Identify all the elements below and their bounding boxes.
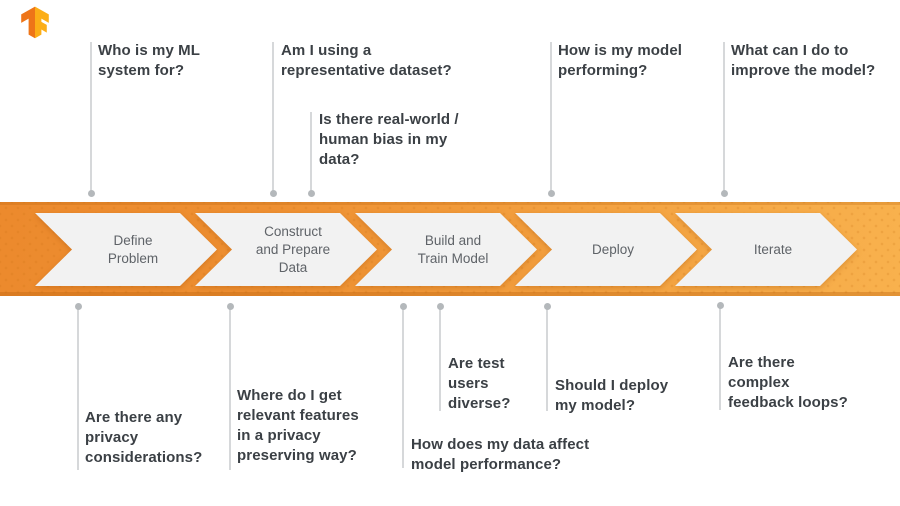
connector-dot — [720, 190, 728, 197]
connector-dot — [269, 190, 277, 197]
stage-label: Iterate — [753, 241, 793, 257]
chevron-shape: Iterate — [675, 213, 857, 286]
connector-line — [226, 303, 234, 470]
question-feedback-loops: Are there complex feedback loops? — [728, 354, 848, 411]
connector-line — [436, 303, 444, 411]
stage-label: Define Problem — [107, 232, 159, 266]
process-band: Define Problem Construct and Prepare Dat… — [0, 202, 900, 296]
question-who-is-system-for: Who is my ML system for? — [98, 42, 201, 79]
question-representative-dataset: Am I using a representative dataset? — [281, 42, 452, 79]
stage-arrow-deploy: Deploy — [515, 213, 697, 286]
chevron-shape: Build and Train Model — [355, 213, 537, 286]
stage-arrow-define-problem: Define Problem — [35, 213, 217, 286]
connector-dot — [307, 190, 315, 197]
connector-dot — [399, 303, 407, 310]
connector-line — [87, 42, 95, 197]
connector-line — [720, 42, 728, 197]
connector-line — [399, 303, 407, 468]
chevron-shape: Deploy — [515, 213, 697, 286]
question-improve-model: What can I do to improve the model? — [731, 42, 876, 79]
question-should-deploy: Should I deploy my model? — [555, 377, 669, 414]
question-data-affect-performance: How does my data affect model performanc… — [411, 436, 590, 473]
chevron-shape: Define Problem — [35, 213, 217, 286]
connector-line — [716, 302, 724, 410]
tensorflow-icon — [21, 6, 49, 39]
chevron-shape: Construct and Prepare Data — [195, 213, 377, 286]
connector-line — [269, 42, 277, 197]
stage-label: Build and Train Model — [417, 232, 489, 266]
stage-label: Deploy — [591, 241, 635, 257]
connector-dot — [226, 303, 234, 310]
stage-arrow-construct-prepare-data: Construct and Prepare Data — [195, 213, 377, 286]
connector-line — [307, 112, 315, 197]
connector-line — [543, 303, 551, 411]
question-test-users-diverse: Are test users diverse? — [448, 355, 511, 412]
band-bottom-edge — [0, 292, 900, 296]
stage-arrow-build-train-model: Build and Train Model — [355, 213, 537, 286]
connector-line — [547, 42, 555, 197]
question-privacy-considerations: Are there any privacy considerations? — [85, 409, 203, 466]
connector-dot — [436, 303, 444, 310]
connector-dot — [716, 302, 724, 309]
band-top-edge — [0, 202, 900, 205]
stage-label: Construct and Prepare Data — [255, 223, 331, 275]
connector-line — [74, 303, 82, 470]
question-model-performing: How is my model performing? — [558, 42, 683, 79]
connector-dot — [74, 303, 82, 310]
connector-dot — [547, 190, 555, 197]
stage-arrow-iterate: Iterate — [675, 213, 857, 286]
question-real-world-bias: Is there real-world / human bias in my d… — [319, 111, 459, 168]
question-relevant-features: Where do I get relevant features in a pr… — [237, 387, 359, 464]
connector-dot — [543, 303, 551, 310]
connector-dot — [87, 190, 95, 197]
